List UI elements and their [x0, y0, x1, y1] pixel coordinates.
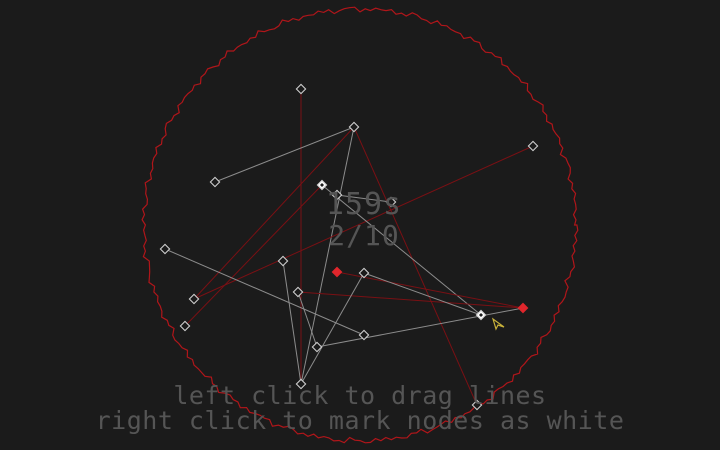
- node[interactable]: [292, 286, 304, 298]
- edge-line[interactable]: [300, 272, 365, 385]
- node[interactable]: [358, 267, 370, 279]
- edge-line[interactable]: [336, 271, 524, 309]
- node[interactable]: [331, 189, 343, 201]
- node[interactable]: [471, 399, 483, 411]
- edge-line[interactable]: [316, 307, 524, 348]
- node[interactable]: [295, 83, 307, 95]
- edge-line[interactable]: [297, 291, 318, 348]
- edge-line[interactable]: [353, 126, 478, 406]
- edge-line[interactable]: [193, 126, 355, 300]
- edge-line[interactable]: [214, 126, 355, 183]
- play-area-boundary: [141, 6, 579, 444]
- edge-line[interactable]: [164, 248, 365, 336]
- node-marker-inner: [320, 183, 324, 187]
- node[interactable]: [348, 121, 360, 133]
- node[interactable]: [311, 341, 323, 353]
- cursor-outline: [491, 317, 505, 331]
- node[interactable]: [385, 196, 397, 208]
- arrow-cursor-icon: [491, 317, 505, 331]
- node[interactable]: [295, 378, 307, 390]
- edge-line[interactable]: [363, 272, 482, 316]
- node-marker-inner: [479, 313, 483, 317]
- edge-line[interactable]: [282, 260, 302, 385]
- node-highlighted[interactable]: [331, 266, 343, 278]
- edge-line[interactable]: [336, 194, 392, 203]
- node[interactable]: [358, 329, 370, 341]
- edge-line[interactable]: [321, 184, 482, 316]
- node[interactable]: [209, 176, 221, 188]
- node[interactable]: [179, 320, 191, 332]
- node[interactable]: [527, 140, 539, 152]
- node-highlighted[interactable]: [517, 302, 529, 314]
- edge-line[interactable]: [193, 145, 534, 300]
- edge-line[interactable]: [297, 291, 524, 309]
- node[interactable]: [188, 293, 200, 305]
- node[interactable]: [159, 243, 171, 255]
- edge-line[interactable]: [300, 126, 355, 385]
- node[interactable]: [277, 255, 289, 267]
- edge-line[interactable]: [184, 184, 323, 327]
